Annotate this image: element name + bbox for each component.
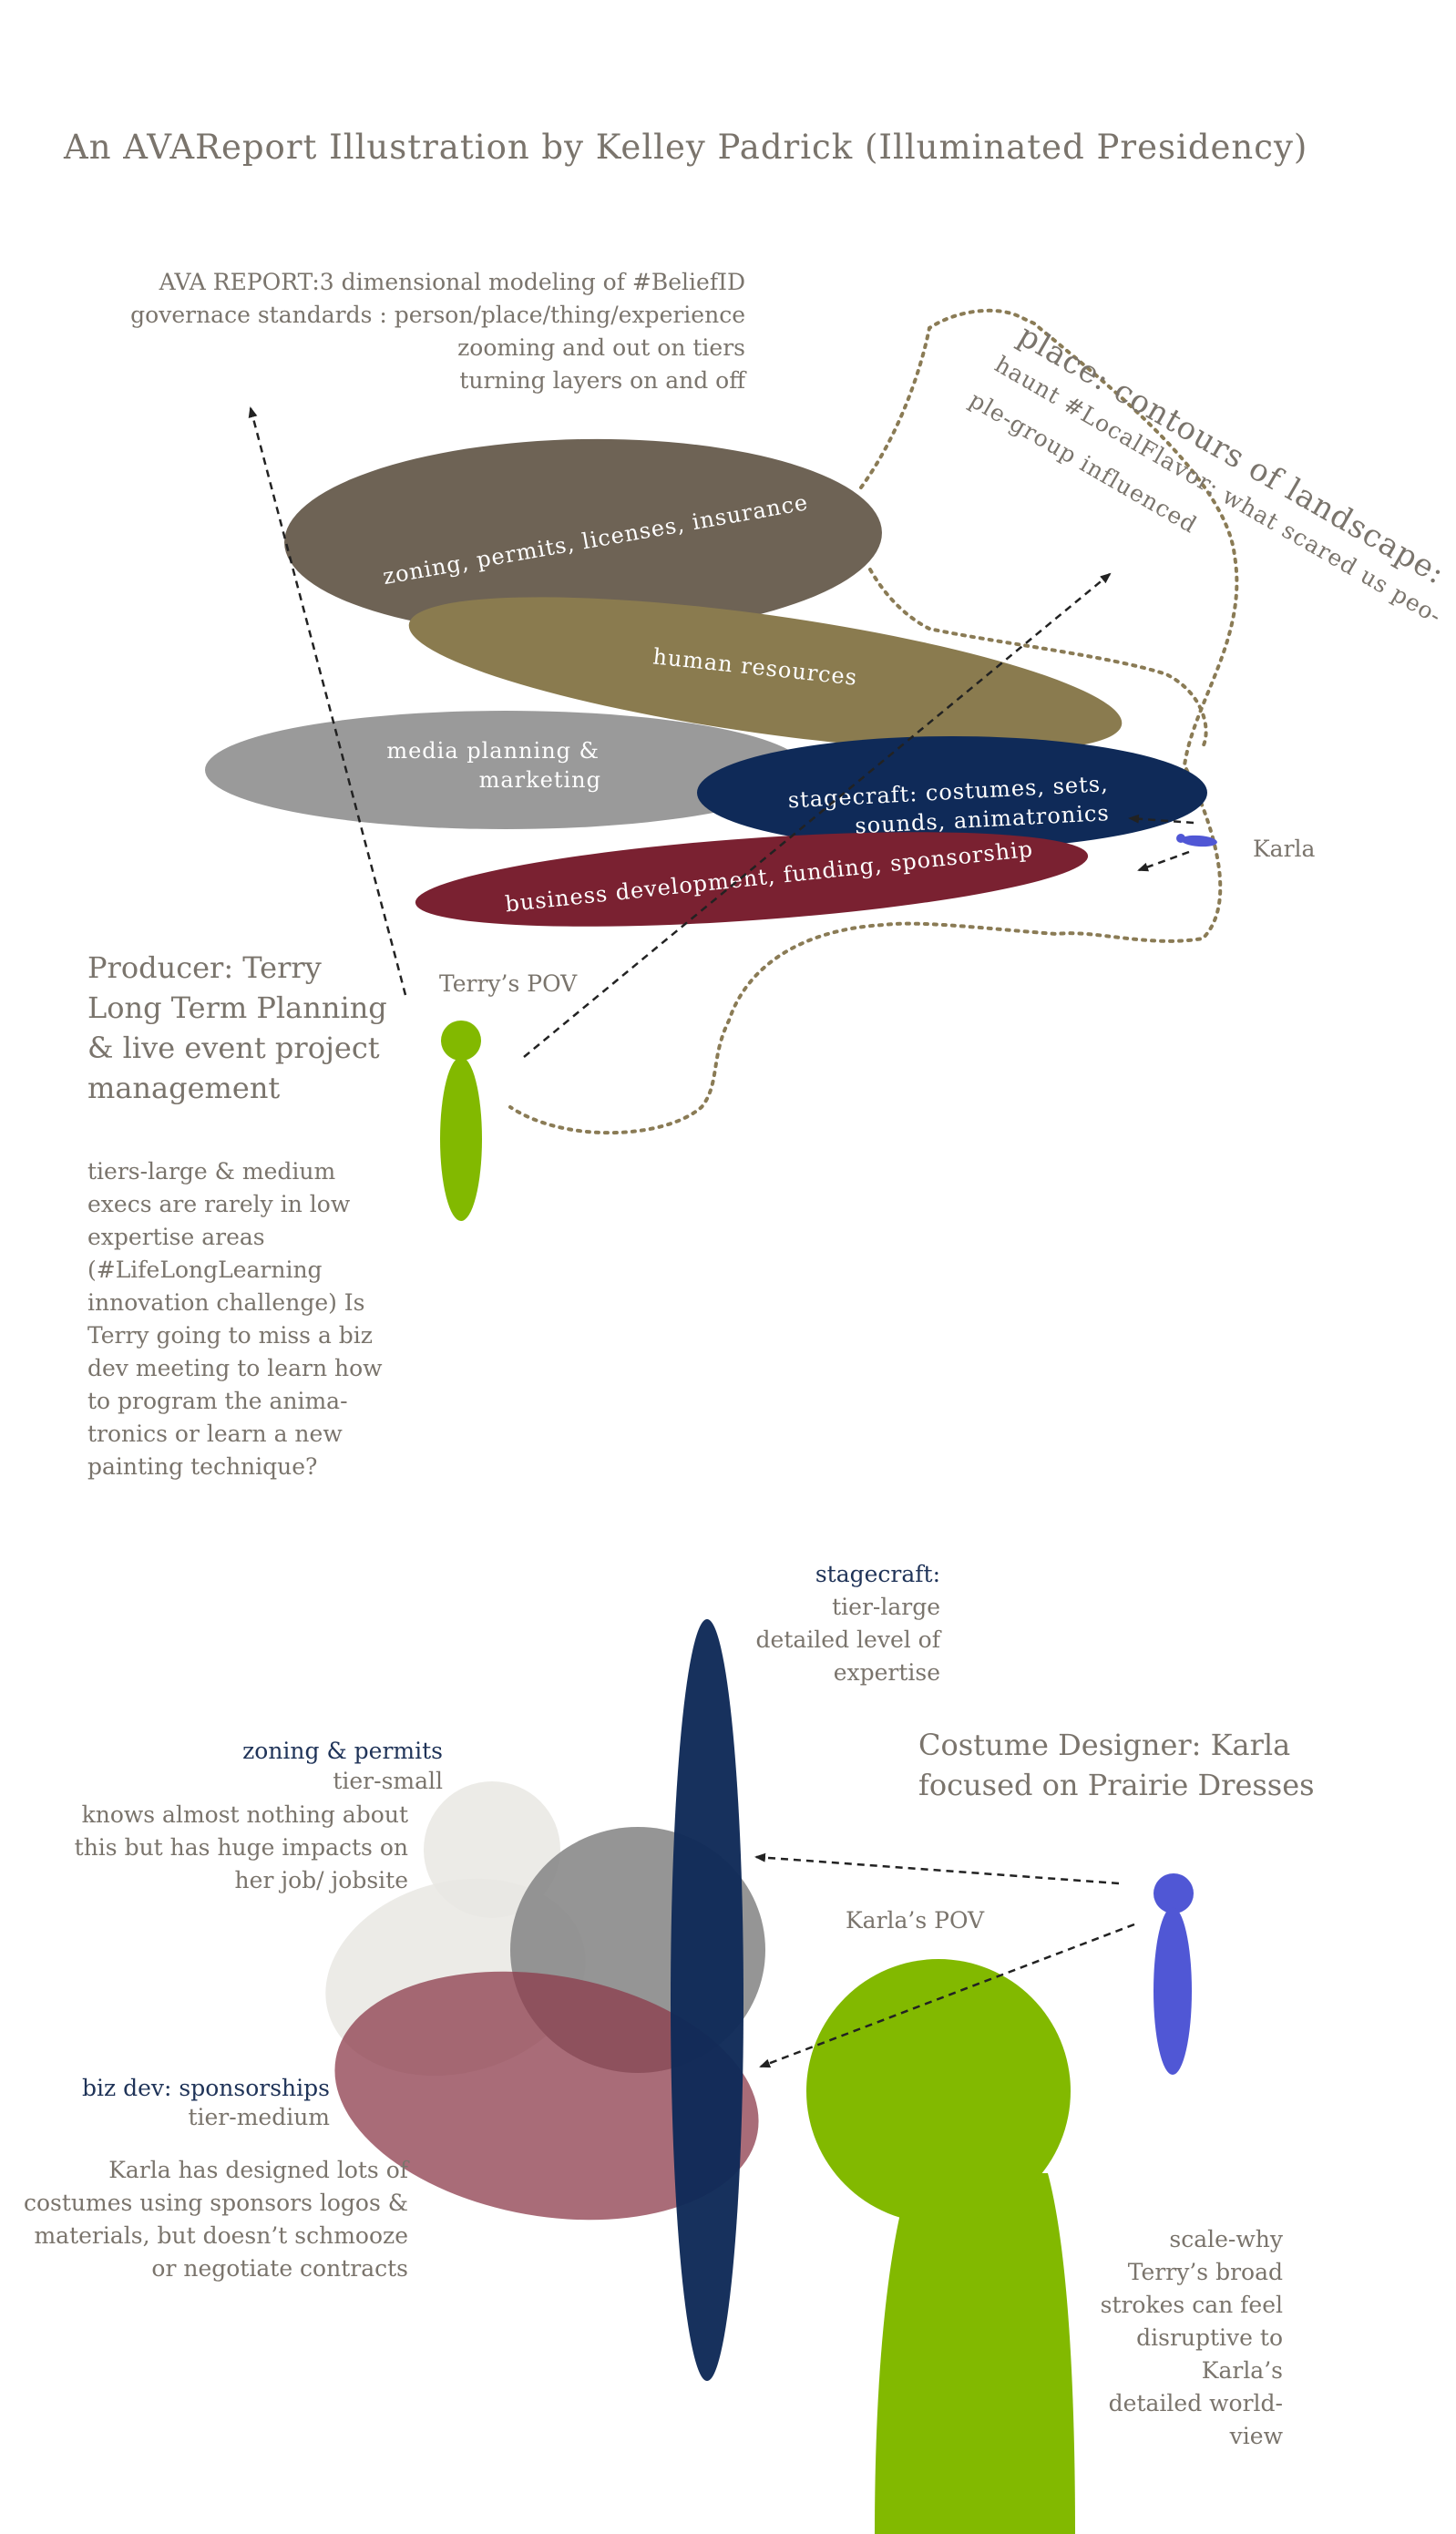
tiers-line: (#LifeLongLearning [87,1257,323,1283]
terry-pov-label: Terry’s POV [439,970,578,997]
tiers-line: execs are rarely in low [87,1191,351,1217]
ava-report-line: zooming and out on tiers [457,334,745,361]
zoning-heading-block: zoning & permits [242,1735,443,1768]
landscape-contour [508,308,1239,1135]
bizdev-line: or negotiate contracts [151,2255,408,2282]
scale-line: disruptive to [1136,2324,1283,2351]
tiers-line: expertise areas [87,1224,265,1250]
stagecraft-large-ellipse [671,1619,743,2381]
scale-line: scale-why [1169,2226,1283,2252]
producer-line: management [87,1071,281,1105]
costume-line: Costume Designer: Karla [918,1728,1291,1762]
tiers-note: tiers-large & medium execs are rarely in… [87,1155,383,1483]
ava-report-line: AVA REPORT:3 dimensional modeling of #Be… [159,269,745,295]
place-label-2: haunt #LocalFlavor: what scared us peo- [990,351,1447,630]
terry-head [441,1021,481,1061]
karla-pov-body [875,2173,1075,2534]
tiers-line: to program the anima- [87,1388,348,1414]
bizdev-line: Karla has designed lots of [108,2157,408,2183]
tiers-line: Terry going to miss a biz [87,1322,373,1349]
costume-line: focused on Prairie Dresses [918,1768,1315,1802]
scale-line: view [1229,2423,1283,2449]
karla-to-bizdev-arrow [759,1923,1135,2068]
page-title: An AVAReport Illustration by Kelley Padr… [64,128,1308,167]
scale-line: strokes can feel [1100,2292,1283,2318]
bizdev-heading-block: biz dev: sponsorships [82,2072,330,2105]
producer-line: & live event project [87,1031,380,1065]
stagecraft-heading: stagecraft: [815,1561,940,1587]
bizdev-line: costumes using sponsors logos & [23,2190,408,2216]
producer-heading: Producer: Terry Long Term Planning & liv… [87,948,387,1108]
stagecraft-line: expertise [833,1659,940,1686]
producer-line: Long Term Planning [87,990,387,1025]
karla-figure-head [1154,1873,1194,1913]
karla-figure-small [1181,835,1217,847]
stagecraft-line: detailed level of [755,1626,940,1653]
bizdev-note: Karla has designed lots of costumes usin… [24,2154,408,2285]
producer-line: Producer: Terry [87,950,322,985]
bizdev-tier: tier-medium [188,2104,330,2130]
zoning-line: this but has huge impacts on [74,1834,408,1861]
zoning-line: knows almost nothing about [81,1801,408,1828]
karla-figure-body [1154,1907,1192,2075]
bizdev-medium-ellipse [334,1971,759,2221]
scale-line: Terry’s broad [1127,2259,1283,2285]
zoning-heading: zoning & permits [242,1738,443,1764]
zoning-line: her job/ jobsite [234,1867,408,1893]
bizdev-heading: biz dev: sponsorships [82,2075,330,2101]
scale-line: detailed world- [1108,2390,1283,2416]
karla-arrow-up [1128,814,1195,825]
stagecraft-note: stagecraft: tier-large detailed level of… [756,1558,940,1689]
stagecraft-layer [697,736,1207,849]
tiers-line: tiers-large & medium [87,1158,336,1185]
stagecraft-line: tier-large [832,1594,940,1620]
tiers-line: painting technique? [87,1453,318,1480]
zoning-layer [284,438,882,637]
scale-note: scale-why Terry’s broad strokes can feel… [1101,2223,1283,2453]
zoning-note: knows almost nothing about this but has … [75,1799,408,1897]
karla-arrow-down [1137,850,1190,872]
costume-designer-heading: Costume Designer: Karla focused on Prair… [918,1725,1315,1805]
zoning-tier: tier-small [333,1768,443,1794]
terry-body [440,1057,482,1221]
tiers-line: innovation challenge) Is [87,1289,365,1316]
bizdev-line: materials, but doesn’t schmooze [34,2222,408,2249]
media-layer [205,711,806,829]
ava-report-line: turning layers on and off [459,367,745,394]
karla-to-stagecraft-arrow [754,1852,1120,1885]
tiers-line: dev meeting to learn how [87,1355,383,1381]
ava-report-line: governace standards : person/place/thing… [130,302,745,328]
karla-label: Karla [1253,836,1316,862]
scale-line: Karla’s [1201,2357,1283,2384]
media-layer-label-2: marketing [479,767,601,793]
media-layer-label-1: media planning & [386,738,600,764]
karla-pov-label: Karla’s POV [846,1907,985,1934]
hr-layer [408,597,1123,752]
tiers-line: tronics or learn a new [87,1421,343,1447]
bizdev-layer [415,832,1089,927]
ava-report-note: AVA REPORT:3 dimensional modeling of #Be… [130,266,745,397]
karla-figure-small-head [1176,834,1185,843]
